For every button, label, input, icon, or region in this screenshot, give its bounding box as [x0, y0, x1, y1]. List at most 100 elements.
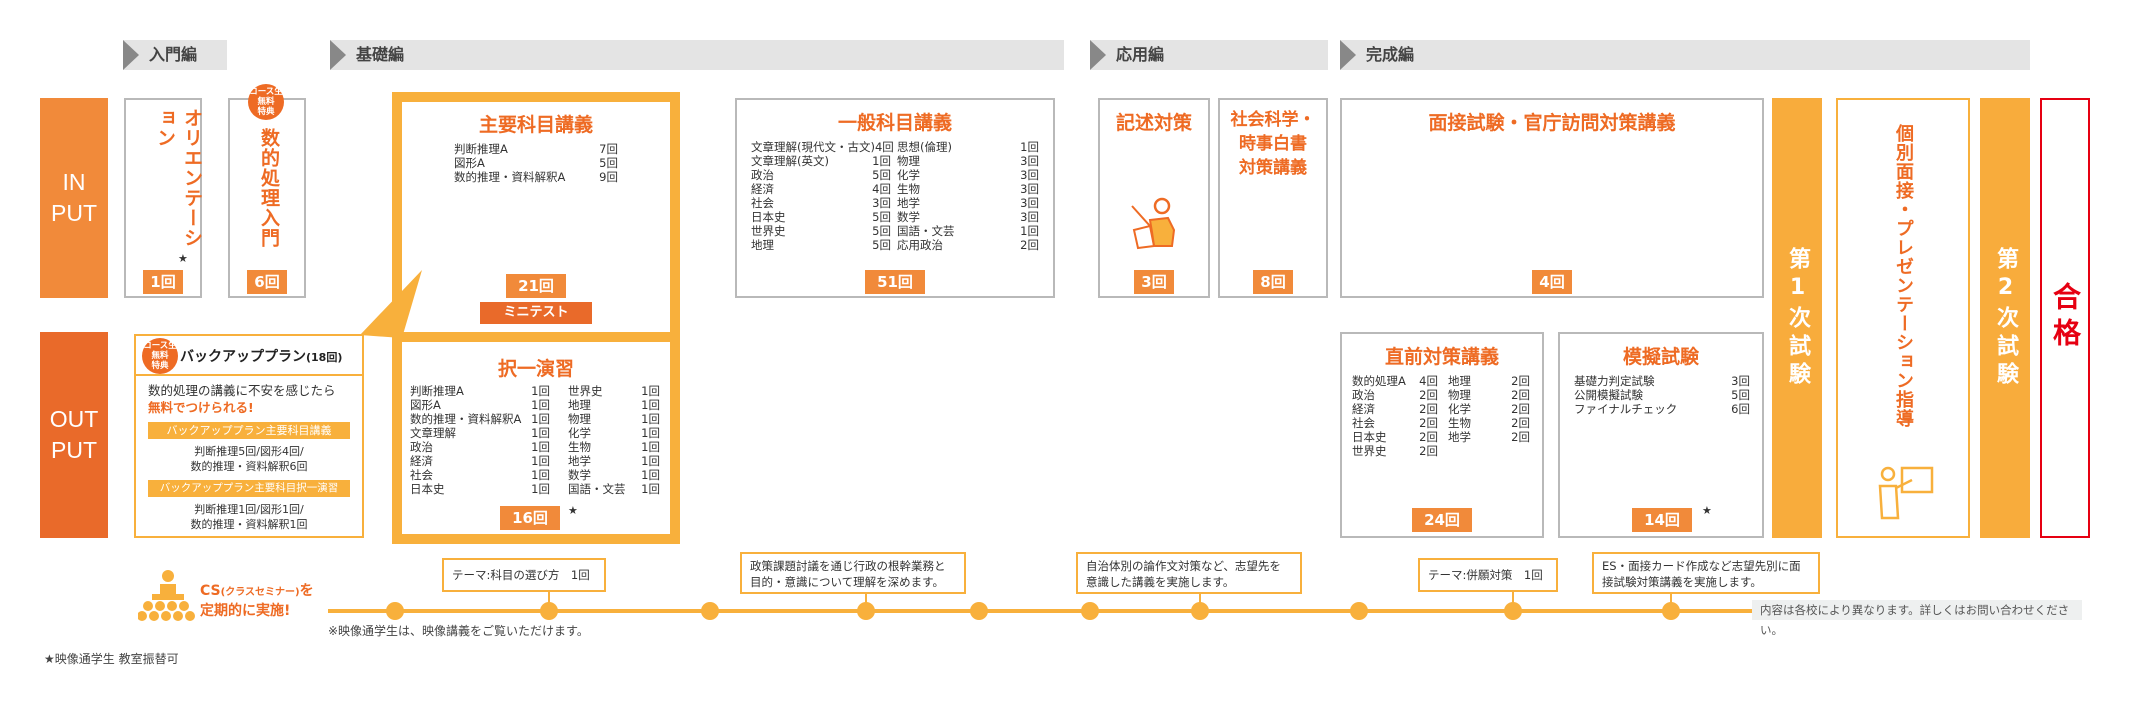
orientation-title: オリエンテーション — [154, 108, 203, 248]
general-subjects-count: 51回 — [865, 270, 925, 294]
social-science-count: 8回 — [1253, 270, 1293, 294]
backup-plan-title: バックアッププラン(18回) — [180, 349, 343, 365]
interview-course-title: 面接試験・官庁訪問対策講義 — [1428, 112, 1676, 134]
connector-arrow — [360, 270, 422, 338]
star-mark: ★ — [178, 252, 188, 265]
backup-lecture-desc: 判断推理5回/図形4回/ 数的推理・資料解釈6回 — [190, 445, 308, 473]
timeline-dot — [1350, 602, 1368, 620]
mini-test-badge: ミニテスト — [480, 302, 592, 324]
general-subjects-title: 一般科目講義 — [837, 112, 952, 134]
interview-guidance-card[interactable]: 個別面接・プレゼンテーション指導 — [1836, 98, 1970, 538]
connector — [1670, 594, 1672, 606]
lecturer-icon — [1131, 197, 1176, 250]
output-row-label: OUT PUT — [40, 332, 108, 538]
timeline-dot — [386, 602, 404, 620]
main-subjects-count: 21回 — [506, 274, 566, 298]
first-exam-bar: 第1次試験 — [1772, 98, 1822, 538]
timeline-note-1: テーマ:科目の選び方 1回 — [442, 558, 606, 592]
interview-course-card[interactable]: 面接試験・官庁訪問対策講義 4回 — [1340, 98, 1764, 298]
connector — [1199, 594, 1201, 606]
timeline-note-4: テーマ:併願対策 1回 — [1418, 558, 1558, 592]
connector — [548, 592, 550, 606]
star-mark: ★ — [568, 504, 578, 517]
phase-basic: 基礎編 — [330, 40, 1064, 70]
timeline-line — [328, 609, 1774, 613]
mock-exam-title: 模擬試験 — [1622, 346, 1699, 368]
social-science-card[interactable]: 社会科学・ 時事白書 対策講義 8回 — [1218, 98, 1328, 298]
backup-plan-desc: 数的処理の講義に不安を感じたら 無料でつけられる! — [148, 383, 336, 415]
timeline-dot — [857, 602, 875, 620]
timeline-note-5: ES・面接カード作成など志望先別に面 接試験対策講義を実施します。 — [1592, 552, 1820, 594]
backup-practice-tag: バックアッププラン主要科目択一演習 — [148, 480, 350, 497]
math-intro-card[interactable]: 数的処理入門 6回 — [228, 98, 306, 298]
free-badge: コース生 無料 特典 — [142, 338, 178, 374]
essay-count: 3回 — [1134, 270, 1174, 294]
class-seminar-icon — [138, 570, 195, 621]
main-subjects-title: 主要科目講義 — [478, 114, 593, 136]
star-note: ★映像通学生 教室振替可 — [44, 652, 179, 666]
essay-card[interactable]: 記述対策 3回 — [1098, 98, 1210, 298]
star-mark: ★ — [1702, 504, 1712, 517]
timeline-dot — [701, 602, 719, 620]
phase-complete: 完成編 — [1340, 40, 2030, 70]
essay-title: 記述対策 — [1115, 112, 1192, 134]
timeline-note-3: 自治体別の論作文対策など、志望先を 意識した講義を実施します。 — [1076, 552, 1302, 594]
interview-guidance-title: 個別面接・プレゼンテーション指導 — [1893, 124, 1914, 428]
timeline-dot — [1081, 602, 1099, 620]
timeline-note-2: 政策課題討議を通じ行政の根幹業務と 目的・意識について理解を深めます。 — [740, 552, 966, 594]
timeline-dot — [1662, 602, 1680, 620]
backup-lecture-tag: バックアッププラン主要科目講義 — [148, 422, 350, 439]
cs-text: CS(クラスセミナー)を 定期的に実施! — [200, 583, 314, 619]
orientation-card[interactable]: オリエンテーション ★ 1回 — [124, 98, 203, 298]
phase-applied: 応用編 — [1090, 40, 1328, 70]
list-item: 文章理解(現代文・古文)4回 — [751, 140, 894, 154]
timeline-dot — [1191, 602, 1209, 620]
input-row-label: IN PUT — [40, 98, 108, 298]
divider — [136, 374, 362, 376]
final-prep-title: 直前対策講義 — [1384, 346, 1499, 368]
social-science-title: 社会科学・ 時事白書 対策講義 — [1230, 110, 1316, 178]
math-intro-title: 数的処理入門 — [258, 128, 280, 248]
list-item: 思想(倫理)1回 — [897, 140, 1039, 154]
